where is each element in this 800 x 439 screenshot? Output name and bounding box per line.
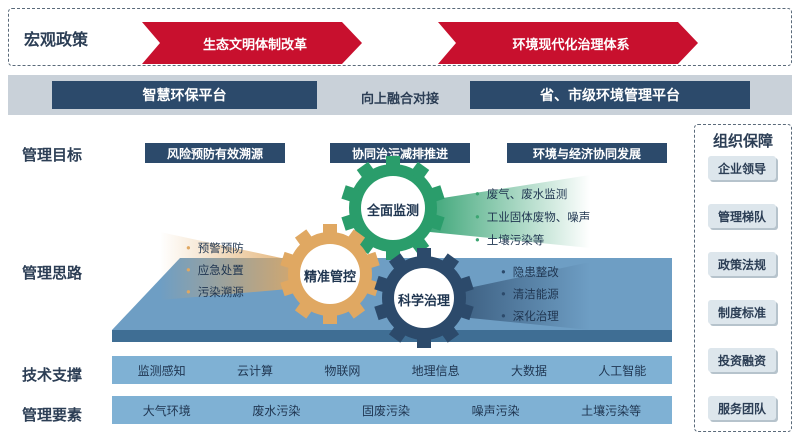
gear-full-monitoring	[341, 156, 445, 260]
gear-tooth	[426, 185, 445, 203]
macro-policy-label: 宏观政策	[24, 30, 89, 49]
org-guarantee-box	[694, 124, 792, 432]
org-item-policies-regulations: 政策法规	[708, 252, 776, 276]
gear-tooth	[294, 299, 315, 319]
green-bullet-2: 工业固体废物、噪声	[474, 209, 591, 225]
blue-bullet-2: 清洁能源	[500, 286, 559, 302]
gear-tooth	[345, 299, 366, 319]
org-item-standards: 制度标准	[708, 300, 776, 324]
gear-tooth	[356, 161, 377, 182]
arrow-reform-label: 生态文明体制改革	[202, 38, 307, 53]
orange-bullet-1: 预警预防	[185, 240, 244, 256]
blue-bullet-3: 深化治理	[500, 308, 559, 324]
orange-bullet-3: 污染溯源	[185, 284, 244, 300]
gear-tooth	[294, 229, 315, 249]
management-elements-label: 管理要素	[22, 406, 83, 424]
gear-tooth	[388, 323, 409, 343]
gear-tooth	[280, 278, 298, 297]
gear-tooth	[345, 229, 366, 249]
gear-tooth	[388, 253, 409, 273]
org-guarantee-title: 组织保障	[712, 132, 773, 150]
upward-integration-label: 向上融合对接	[360, 92, 439, 107]
provincial-platform: 省、市级环境管理平台	[470, 81, 750, 109]
tech-item: 人工智能	[598, 363, 647, 378]
org-item-service-team: 服务团队	[708, 396, 776, 420]
management-goals-label: 管理目标	[22, 146, 83, 164]
management-elements-bar: 大气环境 废水污染 固废污染 噪声污染 土壤污染等	[112, 396, 672, 424]
gear-tooth	[409, 161, 430, 182]
gear-tooth	[362, 251, 380, 270]
tech-item: 云计算	[236, 363, 273, 378]
gear-tooth	[417, 334, 431, 348]
org-item-management-team: 管理梯队	[708, 204, 776, 228]
goal-env-economy: 环境与经济协同发展	[507, 143, 667, 163]
tech-item: 监测感知	[137, 363, 186, 378]
policy-arrows	[142, 22, 698, 64]
goal-risk-prevention: 风险预防有效溯源	[145, 143, 285, 163]
gear-bottom-label: 科学治理	[397, 294, 450, 309]
gear-tooth	[323, 310, 337, 324]
gear-scientific-governance	[374, 248, 474, 348]
element-item: 大气环境	[142, 403, 191, 418]
gear-tooth	[341, 213, 360, 231]
tech-item: 大数据	[510, 363, 547, 378]
gear-tooth	[439, 253, 460, 273]
tech-support-label: 技术支撑	[22, 366, 83, 384]
management-thinking-label: 管理思路	[22, 264, 83, 282]
green-bullet-1: 废气、废水监测	[474, 186, 568, 202]
gear-tooth	[374, 275, 392, 294]
gear-tooth	[323, 224, 337, 238]
gear-tooth	[374, 302, 392, 321]
arrow-governance-label: 环境现代化治理体系	[512, 38, 630, 53]
gear-tooth	[456, 275, 474, 294]
gear-tooth	[456, 302, 474, 321]
element-item: 噪声污染	[471, 403, 520, 418]
gear-precise-control	[280, 224, 380, 324]
gear-left-label: 精准管控	[303, 270, 356, 285]
tech-support-bar: 监测感知 云计算 物联网 地理信息 大数据 人工智能	[112, 356, 672, 384]
macro-policy-box	[8, 8, 792, 66]
gear-tooth	[426, 213, 445, 231]
gear-tooth	[386, 156, 400, 170]
org-item-investment-financing: 投资融资	[708, 348, 776, 372]
goal-collaborative-reduction: 协同治污减排推进	[330, 143, 470, 163]
element-item: 固废污染	[361, 403, 410, 418]
org-item-enterprise-leaders: 企业领导	[708, 156, 776, 180]
gear-tooth	[439, 323, 460, 343]
gear-tooth	[417, 248, 431, 262]
element-item: 废水污染	[252, 403, 301, 418]
arrow-reform	[142, 22, 362, 64]
tech-item: 物联网	[324, 363, 361, 378]
arrow-governance	[438, 22, 698, 64]
smart-env-platform: 智慧环保平台	[52, 81, 317, 109]
element-item: 土壤污染等	[581, 403, 642, 418]
gear-top-label: 全面监测	[366, 204, 419, 219]
blue-bullet-1: 隐患整改	[500, 264, 559, 280]
tech-item: 地理信息	[411, 363, 460, 378]
gear-tooth	[362, 278, 380, 297]
orange-bullet-2: 应急处置	[185, 262, 244, 278]
gear-tooth	[341, 185, 360, 203]
green-bullet-3: 土壤污染等	[474, 232, 545, 248]
gear-tooth	[280, 251, 298, 270]
